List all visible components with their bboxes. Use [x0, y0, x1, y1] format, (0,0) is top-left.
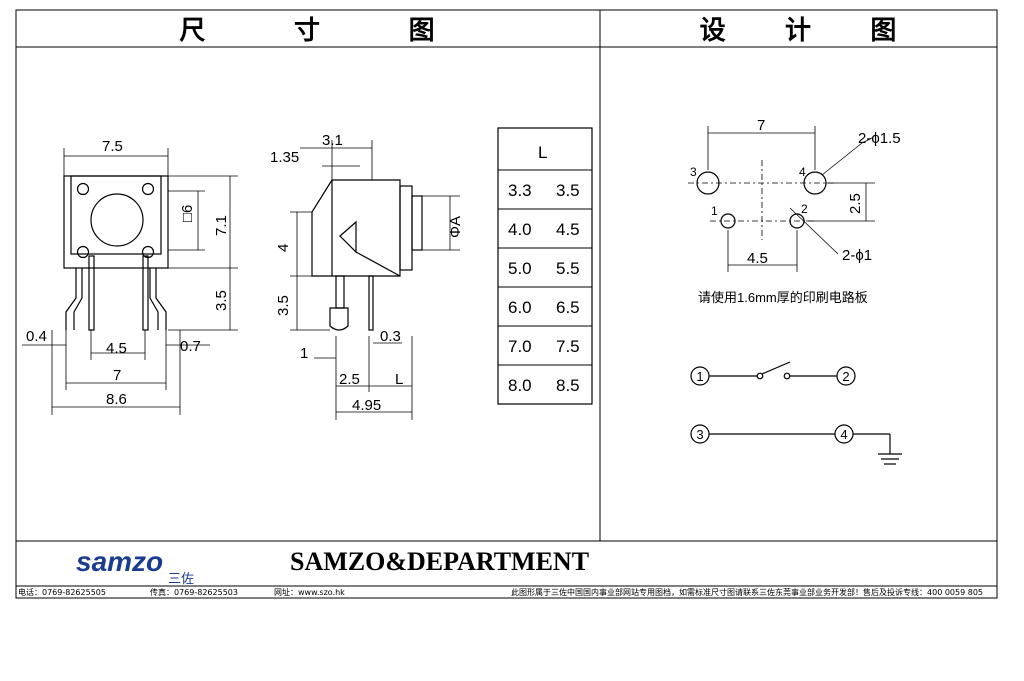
design-drawing-title: 设 计 图 [601, 10, 997, 46]
dim-label: 0.7 [180, 338, 201, 355]
dimension-drawing-title: 尺 寸 图 [16, 10, 600, 46]
title-char: 图 [870, 15, 899, 46]
title-char: 计 [784, 15, 813, 46]
table-cell: 5.5 [556, 259, 580, 278]
pin-label: 3 [690, 165, 697, 179]
logo-sub: 三佐 [168, 571, 194, 586]
schematic-labels: 1 2 3 4 [696, 369, 849, 442]
dim-label: 2.5 [847, 193, 864, 214]
pcb-labels: 7 2-ϕ1.5 2.5 2-ϕ1 4.5 1 2 3 4 请使用1.6mm厚的… [690, 117, 901, 305]
l-table: L 3.3 3.5 4.0 4.5 5.0 5.5 6.0 6.5 7.0 7.5 8.0 8.5 [497, 127, 593, 405]
front-view [63, 175, 169, 331]
pcb-dimension-lines [707, 126, 875, 272]
node-label: 3 [696, 427, 703, 442]
pcb-note: 请使用1.6mm厚的印刷电路板 [698, 290, 868, 305]
dim-label: 7 [113, 367, 121, 384]
dim-label: 2-ϕ1.5 [858, 130, 901, 147]
title-char: 设 [699, 15, 728, 46]
dim-label: 4.95 [352, 397, 381, 414]
table-cell: 8.5 [556, 376, 580, 395]
table-cell: 6.0 [508, 298, 532, 317]
table-cell: 3.5 [556, 181, 580, 200]
dim-label: ΦA [447, 216, 464, 238]
pin-label: 1 [711, 204, 718, 218]
switch-schematic [690, 361, 902, 465]
title-char: 寸 [293, 15, 322, 46]
samzo-logo: samzo 三佐 [76, 546, 194, 586]
dim-label: 7.5 [102, 138, 123, 155]
side-view-dimension-lines [290, 140, 460, 420]
title-char: 尺 [179, 15, 208, 46]
footer-notice: 此图形属于三佐中国国内事业部网站专用图档，如需标准尺寸图请联系三佐东莞事业部业务… [511, 588, 983, 597]
table-cell: 8.0 [508, 376, 532, 395]
dim-label: 1.35 [270, 149, 299, 166]
dim-label: 4.5 [106, 340, 127, 357]
footer-phone: 电话：0769-82625505 [18, 588, 106, 597]
table-cell: 7.0 [508, 337, 532, 356]
logo-wordmark: samzo [76, 546, 163, 577]
table-rows: 3.3 3.5 4.0 4.5 5.0 5.5 6.0 6.5 7.0 7.5 8.0 8.5 [508, 181, 580, 395]
node-label: 4 [840, 427, 847, 442]
table-cell: 7.5 [556, 337, 580, 356]
node-label: 2 [842, 369, 849, 384]
dim-label: 3.5 [213, 290, 230, 311]
footer-fax: 传真：0769-82625503 [150, 588, 238, 597]
table-cell: 4.0 [508, 220, 532, 239]
dim-label: 7.1 [213, 215, 230, 236]
table-cell: 4.5 [556, 220, 580, 239]
sheet-frame [15, 9, 998, 599]
pin-label: 2 [801, 202, 808, 216]
dim-label: 4.5 [747, 250, 768, 267]
dim-label: 4 [275, 244, 292, 252]
dim-label: 0.4 [26, 328, 47, 345]
dim-label: 2.5 [339, 371, 360, 388]
side-view [311, 179, 423, 331]
pin-label: 4 [799, 165, 806, 179]
pcb-center-lines [688, 160, 835, 240]
table-cell: 3.3 [508, 181, 532, 200]
node-label: 1 [696, 369, 703, 384]
brand-title: SAMZO&DEPARTMENT [290, 547, 590, 576]
table-cell: 5.0 [508, 259, 532, 278]
dim-label: L [395, 371, 403, 388]
dim-label: □6 [179, 205, 196, 222]
dim-label: 2-ϕ1 [842, 247, 872, 264]
dim-label: 3.1 [322, 132, 343, 149]
footer-web: 网址：www.szo.hk [274, 588, 345, 597]
dim-label: 3.5 [275, 295, 292, 316]
title-char: 图 [408, 15, 437, 46]
dim-label: 8.6 [106, 391, 127, 408]
dim-label: 1 [300, 345, 308, 362]
footer: 电话：0769-82625505 传真：0769-82625503 网址：www… [16, 586, 997, 600]
pcb-footprint [696, 171, 827, 229]
table-cell: 6.5 [556, 298, 580, 317]
table-header: L [538, 143, 547, 162]
front-view-labels: 7.5 □6 7.1 3.5 0.4 4.5 0.7 7 8.6 [26, 138, 230, 408]
front-view-dimension-lines [22, 148, 238, 415]
dim-label: 7 [757, 117, 765, 134]
dim-label: 0.3 [380, 328, 401, 345]
side-view-labels: 3.1 1.35 4 ΦA 3.5 0.3 1 2.5 L 4.95 [270, 132, 464, 414]
